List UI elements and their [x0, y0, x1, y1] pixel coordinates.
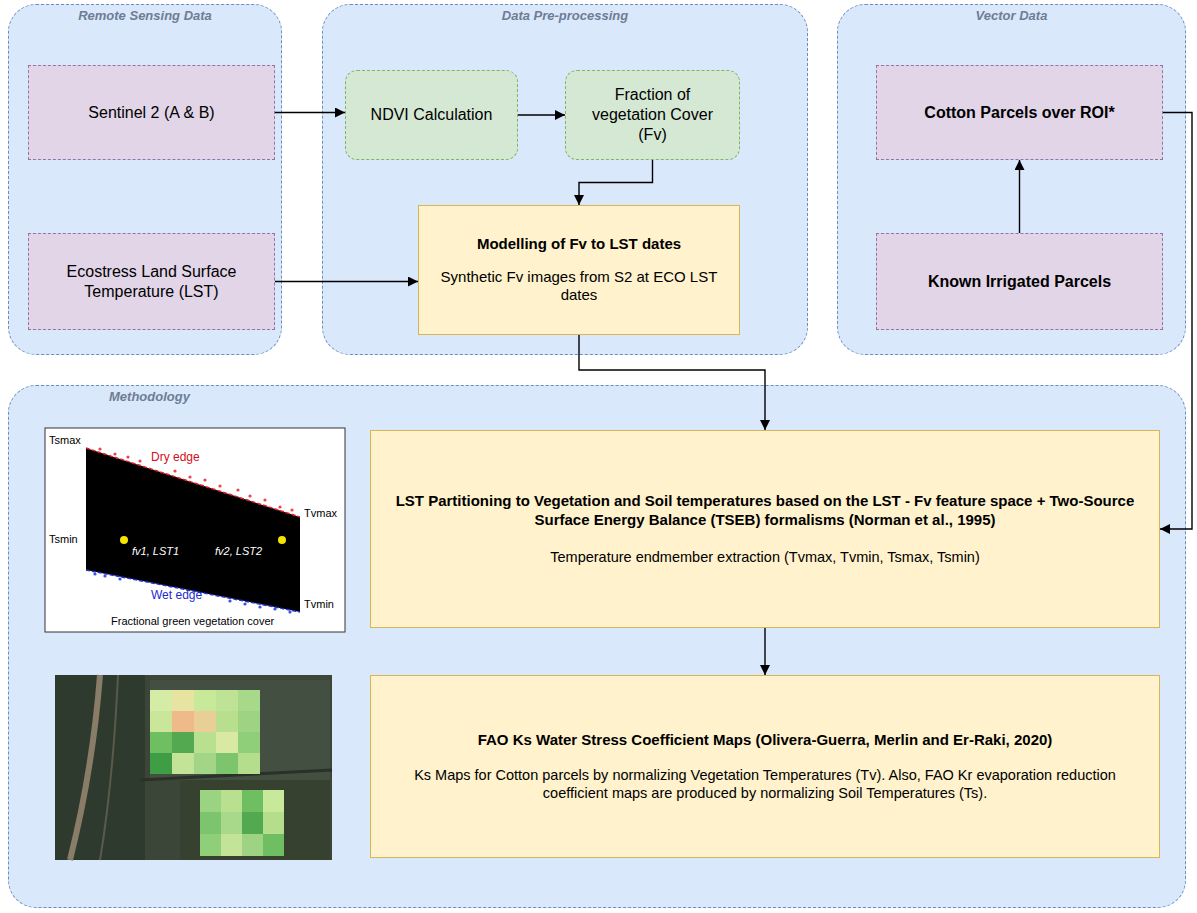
flow-arrow — [1019, 160, 1020, 233]
panel-band: Data Pre-processingNDVI Calculation Fract… — [322, 4, 808, 355]
box-heading: LST Partitioning to Vegetation and Soil … — [383, 492, 1147, 530]
panel-heading: Methodology — [109, 389, 1185, 405]
panel-heading: Remote Sensing Data — [9, 8, 281, 24]
process-box: Fraction of vegetation Cover (Fv) — [565, 70, 740, 160]
flow-arrow — [1160, 113, 1192, 530]
point-label: fv2, LST2 — [214, 545, 263, 558]
box-text: Fraction of vegetation Cover (Fv) — [578, 85, 727, 145]
panel-band: Remote Sensing DataSentinel 2 (A & B) Eco… — [8, 4, 282, 355]
axis-label: Tsmax — [48, 434, 82, 447]
box-text: NDVI Calculation — [371, 105, 493, 125]
parcel-map — [55, 675, 332, 860]
method-box: LST Partitioning to Vegetation and Soil … — [370, 430, 1160, 628]
panel-heading: Data Pre-processing — [323, 8, 807, 24]
axis-title: Fractional green vegetation cover — [110, 615, 275, 628]
flow-arrow — [764, 628, 765, 675]
box-heading: FAO Ks Water Stress Coefficient Maps (Ol… — [478, 731, 1053, 750]
flow-arrow — [518, 114, 565, 115]
data-box: Ecostress Land Surface Temperature (LST) — [28, 233, 275, 330]
box-heading: Modelling of Fv to LST dates — [477, 235, 681, 254]
axis-label: Tsmin — [48, 533, 79, 546]
flow-arrow — [275, 281, 418, 282]
axis-label: Tvmax — [303, 507, 338, 520]
point-label: fv1, LST1 — [131, 545, 180, 558]
edge-label: Dry edge — [150, 450, 201, 464]
panel-heading: Vector Data — [838, 8, 1185, 24]
box-text: Ecostress Land Surface Temperature (LST) — [41, 262, 262, 302]
edge-label: Wet edge — [150, 588, 203, 602]
panel-band: Vector DataCotton Parcels over ROI* Known… — [837, 4, 1186, 355]
method-box: FAO Ks Water Stress Coefficient Maps (Ol… — [370, 675, 1160, 858]
box-heading: Cotton Parcels over ROI* — [924, 103, 1114, 123]
box-text: Sentinel 2 (A & B) — [88, 103, 214, 123]
flow-arrow — [579, 160, 653, 205]
box-text: Ks Maps for Cotton parcels by normalizin… — [383, 766, 1147, 802]
box-heading: Known Irrigated Parcels — [928, 272, 1111, 292]
flow-arrow — [579, 335, 765, 430]
data-box: Sentinel 2 (A & B) — [28, 65, 275, 160]
scatter-plot — [45, 428, 345, 632]
box-text: Synthetic Fv images from S2 at ECO LST d… — [431, 268, 727, 306]
flow-arrow — [275, 112, 345, 113]
axis-label: Tvmin — [303, 598, 335, 611]
method-box: Modelling of Fv to LST datesSynthetic Fv… — [418, 205, 740, 335]
process-box: NDVI Calculation — [345, 70, 518, 160]
data-box: Known Irrigated Parcels — [876, 233, 1163, 330]
box-text: Temperature endmember extraction (Tvmax,… — [550, 548, 980, 566]
data-box: Cotton Parcels over ROI* — [876, 65, 1163, 160]
